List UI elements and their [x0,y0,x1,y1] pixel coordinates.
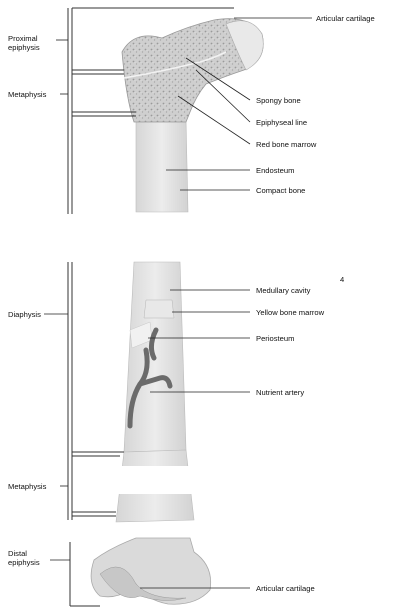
label-compact-bone: Compact bone [256,186,305,195]
distal-section [91,538,211,604]
label-nutrient-artery: Nutrient artery [256,388,304,397]
proximal-section [122,19,263,212]
label-metaphysis-bottom: Metaphysis [8,482,47,491]
label-endosteum: Endosteum [256,166,294,175]
proximal-shaft [136,120,188,212]
label-distal-epiphysis-2: epiphysis [8,558,40,567]
label-metaphysis-top: Metaphysis [8,90,47,99]
label-proximal-epiphysis-1: Proximal [8,34,38,43]
label-articular-cartilage-bottom: Articular cartilage [256,584,315,593]
label-distal-epiphysis-1: Distal [8,549,27,558]
label-yellow-bone-marrow: Yellow bone marrow [256,308,325,317]
label-diaphysis: Diaphysis [8,310,41,319]
label-periosteum: Periosteum [256,334,294,343]
label-epiphyseal-line: Epiphyseal line [256,118,307,127]
label-articular-cartilage-top: Articular cartilage [316,14,375,23]
label-proximal-epiphysis-2: epiphysis [8,43,40,52]
label-red-bone-marrow: Red bone marrow [256,140,317,149]
section-gap-mask [96,466,352,494]
label-spongy-bone: Spongy bone [256,96,301,105]
label-marker-4: 4 [340,275,344,284]
medullary-cavity [144,300,174,318]
label-medullary-cavity: Medullary cavity [256,286,311,295]
